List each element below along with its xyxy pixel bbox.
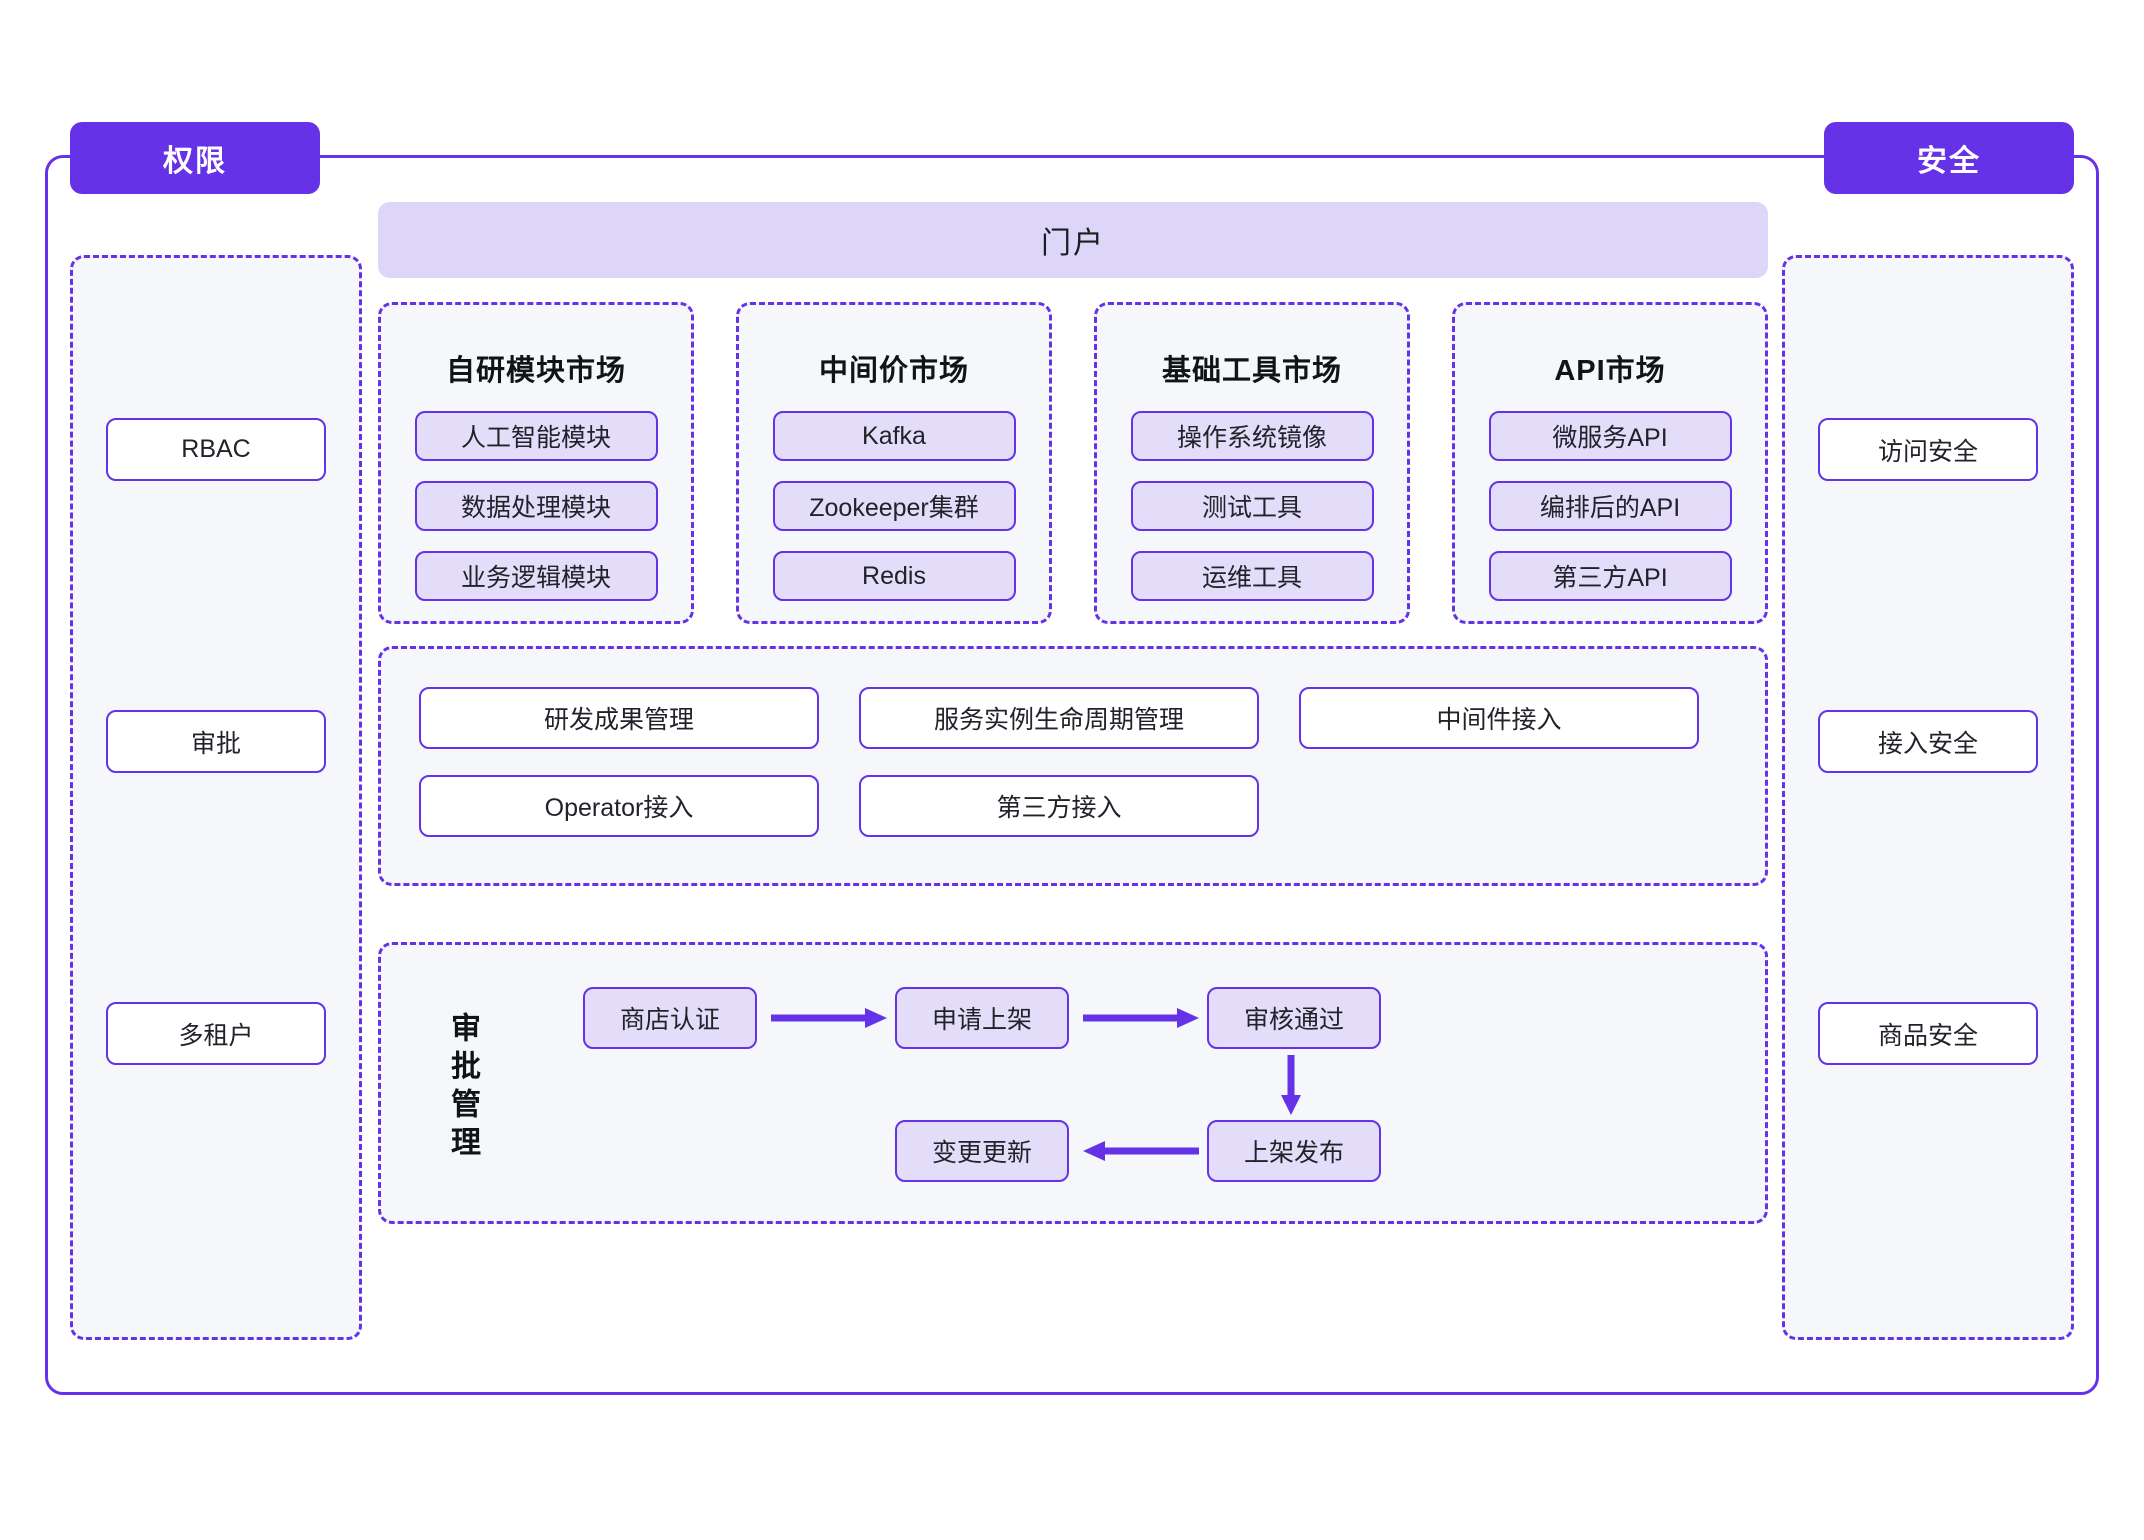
management-item[interactable]: 研发成果管理 [419, 687, 819, 749]
permission-item-label: 多租户 [178, 1021, 254, 1050]
portal-title: 门户 [1041, 227, 1105, 260]
security-item-label: 访问安全 [1877, 437, 1978, 466]
market-title: 基础工具市场 [1161, 355, 1342, 387]
market-item[interactable]: Kafka [772, 411, 1016, 461]
security-item-connection[interactable]: 接入安全 [1818, 710, 2038, 773]
security-item-label: 接入安全 [1877, 729, 1978, 758]
markets-row: 自研模块市场 人工智能模块 数据处理模块 业务逻辑模块 中间价市场 Kafka … [378, 302, 1768, 624]
approval-panel: 审批管理 商店认证 申请上架 审核通过 上架发布 变更更新 [378, 942, 1768, 1224]
market-card-self-developed: 自研模块市场 人工智能模块 数据处理模块 业务逻辑模块 [378, 302, 694, 624]
market-card-base-tools: 基础工具市场 操作系统镜像 测试工具 运维工具 [1094, 302, 1410, 624]
market-title: 自研模块市场 [445, 355, 626, 387]
security-column: 访问安全 接入安全 商品安全 [1782, 255, 2074, 1340]
management-item[interactable]: 服务实例生命周期管理 [859, 687, 1259, 749]
management-item[interactable]: 第三方接入 [859, 775, 1259, 837]
permission-item-approval[interactable]: 审批 [106, 710, 326, 773]
arrow-down-icon [1279, 1055, 1303, 1115]
market-item[interactable]: 运维工具 [1130, 551, 1374, 601]
market-item[interactable]: Zookeeper集群 [772, 481, 1016, 531]
diagram-frame: 权限 RBAC 审批 多租户 安全 访问安全 接入安全 商品安全 门户 [45, 122, 2099, 1395]
flow-node-publish[interactable]: 上架发布 [1207, 1120, 1381, 1182]
market-item[interactable]: Redis [772, 551, 1016, 601]
security-header-badge: 安全 [1824, 122, 2074, 194]
security-item-access[interactable]: 访问安全 [1818, 418, 2038, 481]
management-row: 研发成果管理 服务实例生命周期管理 中间件接入 [419, 687, 1765, 749]
permission-item-rbac[interactable]: RBAC [106, 418, 326, 481]
market-item[interactable]: 数据处理模块 [414, 481, 658, 531]
market-item[interactable]: 微服务API [1488, 411, 1732, 461]
flow-node-store-certification[interactable]: 商店认证 [583, 987, 757, 1049]
permission-item-multitenant[interactable]: 多租户 [106, 1002, 326, 1065]
market-card-api: API市场 微服务API 编排后的API 第三方API [1452, 302, 1768, 624]
market-title: API市场 [1554, 355, 1666, 387]
flow-node-apply-listing[interactable]: 申请上架 [895, 987, 1069, 1049]
portal-bar: 门户 [378, 202, 1768, 278]
market-card-middleware: 中间价市场 Kafka Zookeeper集群 Redis [736, 302, 1052, 624]
market-item[interactable]: 测试工具 [1130, 481, 1374, 531]
flow-node-change-update[interactable]: 变更更新 [895, 1120, 1069, 1182]
market-item[interactable]: 人工智能模块 [414, 411, 658, 461]
market-item[interactable]: 第三方API [1488, 551, 1732, 601]
market-title: 中间价市场 [818, 355, 969, 387]
security-item-product[interactable]: 商品安全 [1818, 1002, 2038, 1065]
management-item[interactable]: Operator接入 [419, 775, 819, 837]
approval-panel-label: 审批管理 [446, 1012, 479, 1164]
management-item[interactable]: 中间件接入 [1299, 687, 1699, 749]
arrow-right-icon [771, 1007, 887, 1029]
arrow-left-icon [1083, 1140, 1199, 1162]
permission-item-label: 审批 [190, 729, 241, 758]
permission-header-badge: 权限 [70, 122, 320, 194]
permission-item-label: RBAC [181, 435, 251, 463]
permission-column: RBAC 审批 多租户 [70, 255, 362, 1340]
management-panel: 研发成果管理 服务实例生命周期管理 中间件接入 Operator接入 第三方接入 [378, 646, 1768, 886]
management-row: Operator接入 第三方接入 [419, 775, 1765, 837]
market-item[interactable]: 操作系统镜像 [1130, 411, 1374, 461]
market-item[interactable]: 编排后的API [1488, 481, 1732, 531]
market-item[interactable]: 业务逻辑模块 [414, 551, 658, 601]
security-item-label: 商品安全 [1877, 1021, 1978, 1050]
flow-node-review-passed[interactable]: 审核通过 [1207, 987, 1381, 1049]
arrow-right-icon [1083, 1007, 1199, 1029]
security-header-label: 安全 [1917, 145, 1981, 178]
center-column: 门户 自研模块市场 人工智能模块 数据处理模块 业务逻辑模块 中间价市场 Kaf… [378, 158, 1768, 1392]
permission-header-label: 权限 [163, 145, 227, 178]
